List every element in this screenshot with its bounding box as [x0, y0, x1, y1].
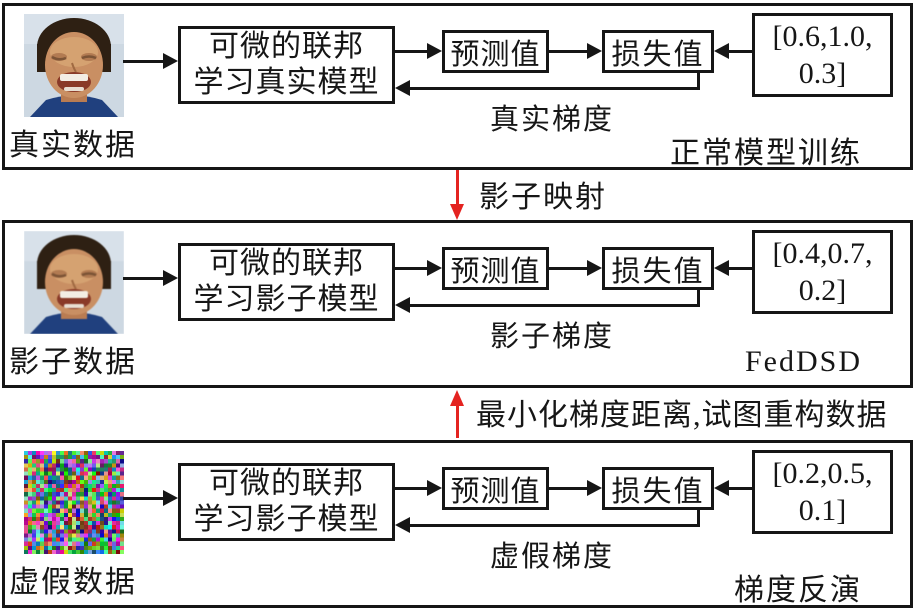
shadow-mapping-label: 影子映射: [479, 172, 607, 216]
model-label-line2: 学习影子模型: [194, 502, 380, 538]
data-label: 真实数据: [9, 120, 137, 164]
real-data-image: [24, 14, 124, 117]
shadow-mapping-arrow: [456, 170, 459, 206]
arrow-photo-to-model: [123, 497, 163, 500]
arrowhead-right-icon: [587, 260, 602, 276]
model-label-line1: 可微的联邦: [209, 246, 364, 282]
arrow-photo-to-model: [123, 60, 163, 63]
target-vector-line1: [0.2,0.5,: [773, 455, 873, 492]
model-box: 可微的联邦 学习影子模型: [178, 463, 395, 541]
panel-feddsd: 影子数据 可微的联邦 学习影子模型 预测值 损失值 [0.4,0.7, 0.2]…: [2, 220, 913, 388]
loss-label: 损失值: [611, 468, 704, 510]
model-label-line1: 可微的联邦: [209, 466, 364, 502]
prediction-box: 预测值: [442, 30, 549, 73]
minimize-gradient-label: 最小化梯度距离,试图重构数据: [476, 390, 888, 434]
random-noise-icon: [24, 451, 124, 554]
gradient-label: 虚假梯度: [449, 533, 655, 575]
target-vector-box: [0.2,0.5, 0.1]: [752, 450, 893, 534]
panel-title: 梯度反演: [734, 565, 862, 609]
arrowhead-left-icon: [714, 43, 729, 59]
arrow-prediction-to-loss: [549, 267, 587, 270]
arrowhead-left-icon: [395, 297, 410, 313]
model-box: 可微的联邦 学习影子模型: [178, 243, 395, 321]
loss-label: 损失值: [611, 31, 704, 73]
arrowhead-right-icon: [427, 43, 442, 59]
arrow-vector-to-loss: [729, 487, 752, 490]
arrowhead-down-icon: [450, 204, 464, 220]
target-vector-line2: 0.2]: [799, 272, 847, 309]
data-label: 虚假数据: [9, 557, 137, 601]
boy-face-photo-shadow-icon: [24, 231, 124, 334]
model-label-line2: 学习影子模型: [194, 282, 380, 318]
target-vector-line1: [0.6,1.0,: [773, 18, 873, 55]
minimize-gradient-arrow: [456, 404, 459, 438]
arrow-photo-to-model: [123, 277, 163, 280]
target-vector-box: [0.4,0.7, 0.2]: [752, 230, 893, 314]
prediction-box: 预测值: [442, 247, 549, 290]
panel-title: 正常模型训练: [670, 128, 862, 172]
arrowhead-left-icon: [714, 260, 729, 276]
arrowhead-left-icon: [714, 480, 729, 496]
loss-label: 损失值: [611, 248, 704, 290]
arrowhead-right-icon: [163, 270, 178, 286]
arrowhead-left-icon: [395, 80, 410, 96]
prediction-box: 预测值: [442, 467, 549, 510]
prediction-label: 预测值: [450, 248, 540, 290]
arrowhead-right-icon: [427, 480, 442, 496]
panel-normal-training: 真实数据 可微的联邦 学习真实模型 预测值 损失值 [0.6,1.0, 0.3]…: [2, 3, 913, 170]
gradient-feedback-line: [410, 524, 700, 527]
panel-title: FedDSD: [745, 345, 862, 379]
shadow-data-image: [24, 231, 124, 334]
prediction-label: 预测值: [450, 468, 540, 510]
model-label-line1: 可微的联邦: [209, 29, 364, 65]
arrowhead-right-icon: [587, 480, 602, 496]
prediction-label: 预测值: [450, 31, 540, 73]
gradient-feedback-line: [410, 304, 700, 307]
arrowhead-right-icon: [163, 53, 178, 69]
gradient-label: 真实梯度: [449, 96, 655, 138]
boy-face-photo-icon: [24, 14, 124, 117]
arrow-vector-to-loss: [729, 267, 752, 270]
gradient-label: 影子梯度: [449, 313, 655, 355]
fake-data-image: [24, 451, 124, 554]
arrow-model-to-prediction: [395, 487, 427, 490]
loss-box: 损失值: [602, 467, 714, 510]
arrowhead-right-icon: [587, 43, 602, 59]
arrowhead-left-icon: [395, 517, 410, 533]
arrow-vector-to-loss: [729, 50, 752, 53]
loss-box: 损失值: [602, 247, 714, 290]
arrow-prediction-to-loss: [549, 50, 587, 53]
target-vector-line2: 0.3]: [799, 55, 847, 92]
gradient-feedback-line: [410, 87, 700, 90]
arrow-model-to-prediction: [395, 50, 427, 53]
model-label-line2: 学习真实模型: [194, 65, 380, 101]
arrowhead-right-icon: [427, 260, 442, 276]
arrow-prediction-to-loss: [549, 487, 587, 490]
model-box: 可微的联邦 学习真实模型: [178, 26, 395, 104]
arrowhead-right-icon: [163, 490, 178, 506]
target-vector-line1: [0.4,0.7,: [773, 235, 873, 272]
panel-gradient-inversion: 虚假数据 可微的联邦 学习影子模型 预测值 损失值 [0.2,0.5, 0.1]…: [2, 440, 913, 608]
target-vector-line2: 0.1]: [799, 492, 847, 529]
arrow-model-to-prediction: [395, 267, 427, 270]
data-label: 影子数据: [9, 337, 137, 381]
loss-box: 损失值: [602, 30, 714, 73]
target-vector-box: [0.6,1.0, 0.3]: [752, 13, 893, 97]
